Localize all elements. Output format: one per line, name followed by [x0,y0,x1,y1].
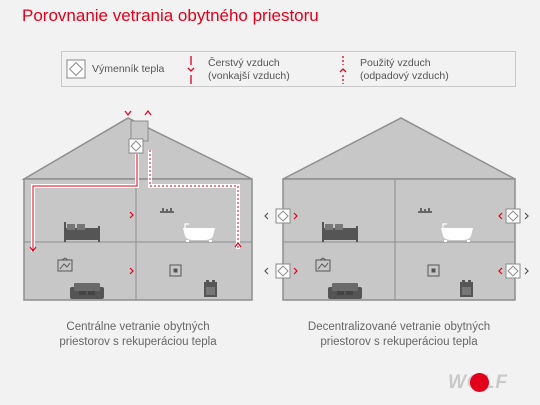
legend-fresh-line1: Čerstvý vzduch [208,57,280,69]
logo-dot-icon [470,373,489,392]
exchanger-icon [66,59,86,79]
decentral-caption: Decentralizované vetranie obytných pries… [280,320,518,350]
fresh-air-icon [187,56,195,84]
central-ventilation-house [21,110,253,301]
legend-exchanger-label: Výmenník tepla [92,63,165,75]
central-caption: Centrálne vetranie obytných priestorov s… [24,320,252,350]
legend: Výmenník tepla Čerstvý vzduch (vonkajší … [61,51,516,87]
page-title: Porovnanie vetrania obytného priestoru [22,6,319,25]
central-caption-line1: Centrálne vetranie obytných [66,321,210,333]
decentral-caption-line2: priestorov s rekuperáciou tepla [320,336,478,348]
decentral-caption-line1: Decentralizované vetranie obytných [307,321,491,333]
central-caption-line2: priestorov s rekuperáciou tepla [59,336,217,348]
legend-used-line1: Použitý vzduch [360,57,431,69]
legend-used-line2: (odpadový vzduch) [360,70,449,82]
used-air-icon [339,56,347,84]
decentral-ventilation-house [264,117,529,301]
legend-fresh-line2: (vonkajší vzduch) [208,70,290,82]
